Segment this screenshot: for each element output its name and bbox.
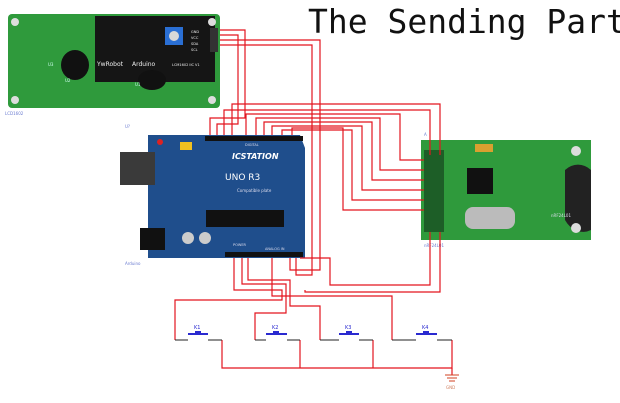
button-k2-label: K2 <box>272 325 278 331</box>
arduino-power-label: POWER <box>233 243 247 247</box>
button-k4-label: K4 <box>422 325 428 331</box>
lcd-pin-vcc: VCC <box>191 36 199 40</box>
button-k2: K2 <box>255 325 300 341</box>
lcd-pin-gnd: GND <box>191 30 199 34</box>
ground-symbol: GND <box>445 368 459 390</box>
lcd-part-u3: U3 <box>48 62 54 67</box>
nrf24l01-module: nRF24L01 <box>421 140 591 240</box>
arduino-name: Arduino <box>125 261 141 266</box>
lcd-module: YwRobot Arduino LCM1602 IIC V1 GND VCC S… <box>8 14 220 108</box>
lcd-part-u2: U2 <box>65 78 71 83</box>
lcd-model: LCM1602 IIC V1 <box>172 63 200 67</box>
lcd-part-u1: U1 <box>135 82 141 87</box>
nrf-ref: A <box>424 132 427 137</box>
button-k1: K1 <box>175 325 222 341</box>
button-k3: K3 <box>320 325 373 341</box>
arduino-digital-label: DIGITAL <box>245 143 259 147</box>
lcd-text: Arduino <box>132 61 156 68</box>
arduino-analog-label: ANALOG IN <box>265 247 285 251</box>
lcd-pin-sda: SDA <box>191 42 199 46</box>
button-k4: K4 <box>392 325 452 341</box>
button-k3-label: K3 <box>345 325 351 331</box>
wires <box>174 29 453 369</box>
arduino-ref: U? <box>125 124 130 129</box>
lcd-ref: LCD1602 <box>5 111 24 116</box>
lcd-brand: YwRobot <box>96 61 124 68</box>
arduino-model: UNO R3 <box>225 173 260 183</box>
arduino-board: ICSTATION UNO R3 Compatible plate DIGITA… <box>120 135 305 258</box>
nrf-silk: nRF24L01 <box>551 213 571 218</box>
ground-label: GND <box>446 385 455 390</box>
arduino-subtitle: Compatible plate <box>237 188 272 193</box>
diagram-title: The Sending Part <box>308 2 620 41</box>
arduino-brand: ICSTATION <box>232 152 279 161</box>
nrf-name: nRF24L01 <box>424 243 444 248</box>
button-k1-label: K1 <box>194 325 200 331</box>
lcd-pin-scl: SCL <box>191 48 198 52</box>
